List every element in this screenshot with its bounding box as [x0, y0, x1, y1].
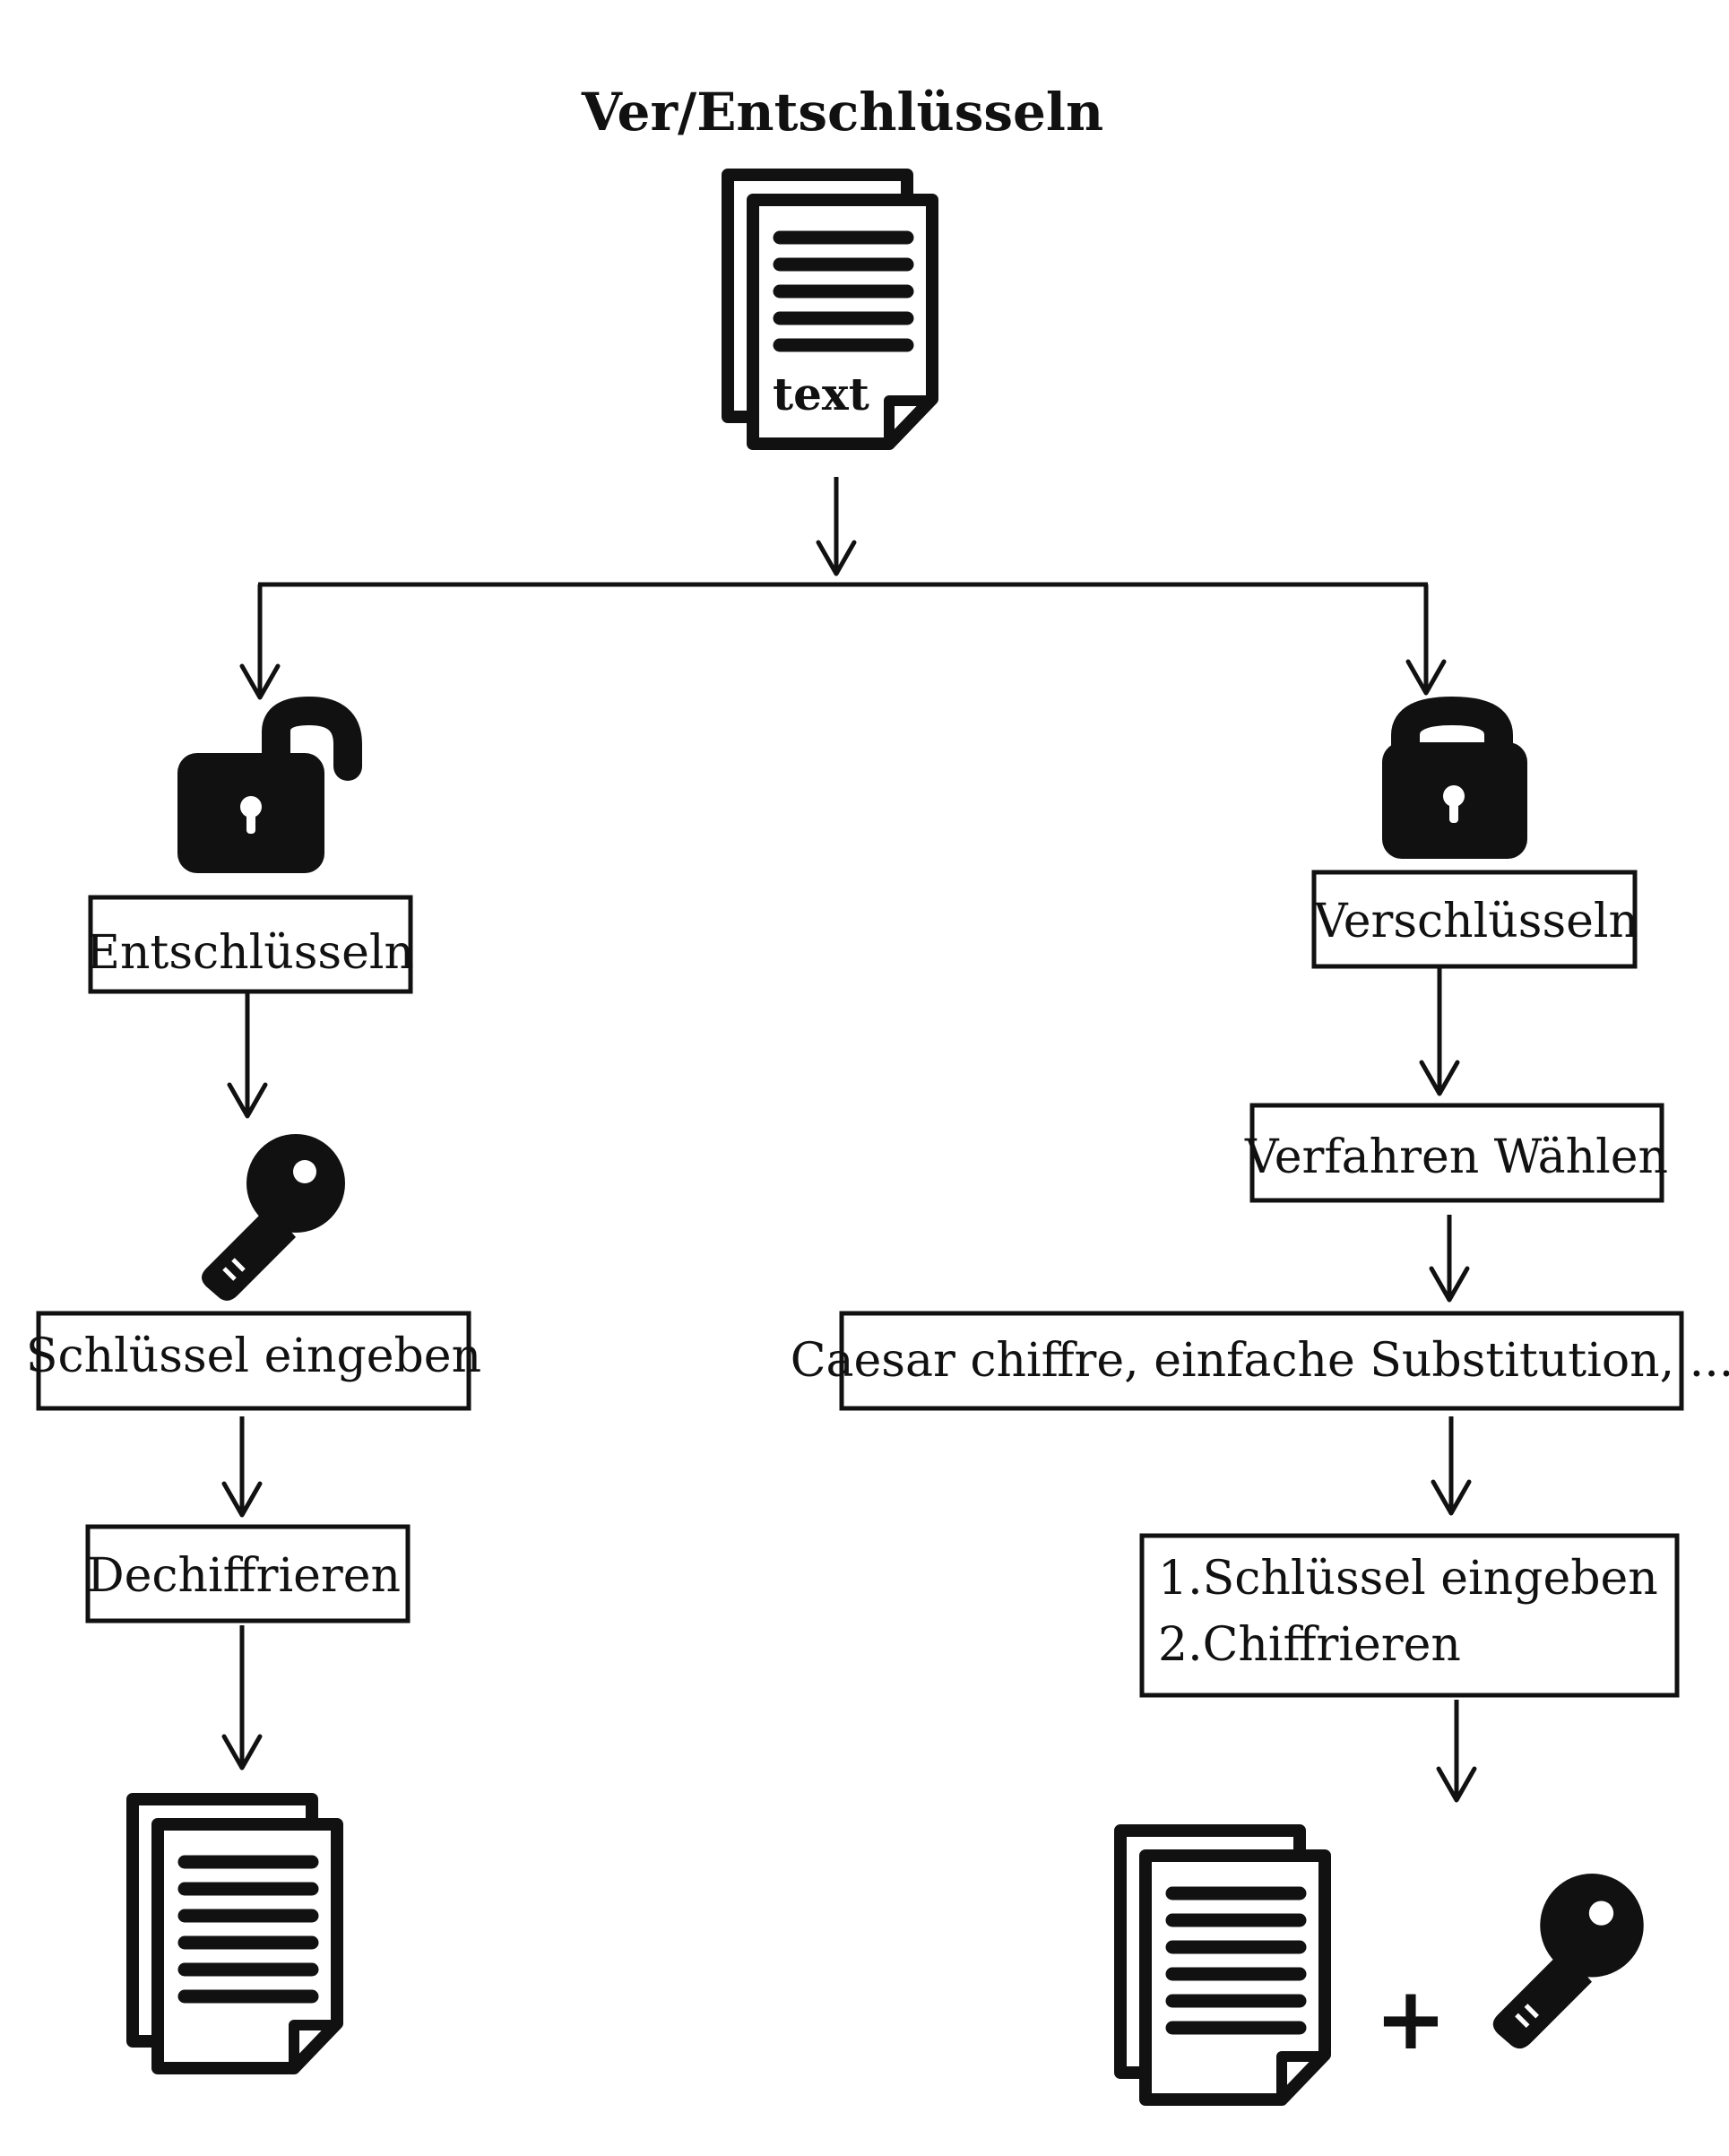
result-document-icon-right	[1120, 1831, 1325, 2100]
arrowhead-right-1	[1419, 1060, 1460, 1096]
label-verschluesseln: Verschlüsseln	[1313, 895, 1638, 948]
arrowhead-left-3	[221, 1734, 263, 1771]
box-entschluesseln	[88, 895, 413, 994]
box-caesar-chiffre	[839, 1311, 1684, 1411]
box-schluessel-eingeben-left	[36, 1311, 471, 1411]
plus-sign: +	[1375, 1969, 1447, 2069]
box-verschluesseln	[1311, 870, 1638, 969]
arrowhead-right-4	[1436, 1766, 1477, 1803]
arrowhead-right-3	[1431, 1479, 1472, 1516]
label-schluessel-eingeben-right: 1.Schlüssel eingeben	[1158, 1552, 1658, 1606]
label-schluessel-eingeben-left: Schlüssel eingeben	[26, 1329, 481, 1383]
arrowhead-left-2	[221, 1481, 263, 1518]
arrowhead-right-2	[1429, 1266, 1470, 1303]
arrowhead-left-1	[227, 1082, 268, 1119]
arrowhead-top	[816, 540, 857, 576]
label-entschluesseln: Entschlüsseln	[86, 926, 414, 980]
label-verfahren-waehlen: Verfahren Wählen	[1244, 1130, 1668, 1184]
diagram-title: Ver/Entschlüsseln	[581, 82, 1103, 143]
result-key-icon	[1493, 1874, 1644, 2048]
box-verfahren-waehlen	[1249, 1103, 1664, 1203]
result-document-icon-left	[133, 1799, 337, 2068]
label-dechiffrieren: Dechiffrieren	[87, 1549, 401, 1603]
label-chiffrieren: 2.Chiffrieren	[1158, 1618, 1461, 1672]
label-caesar-chiffre: Caesar chiffre, einfache Substitution, .…	[791, 1334, 1729, 1388]
unlocked-padlock-icon	[177, 696, 362, 873]
box-schluessel-chiffrieren	[1139, 1533, 1680, 1698]
key-icon	[202, 1134, 345, 1301]
top-document-label: text	[773, 368, 869, 420]
arrowhead-left-branch	[239, 663, 281, 700]
box-dechiffrieren	[85, 1524, 411, 1623]
locked-padlock-icon	[1382, 696, 1527, 859]
arrowhead-right-branch	[1405, 659, 1447, 696]
